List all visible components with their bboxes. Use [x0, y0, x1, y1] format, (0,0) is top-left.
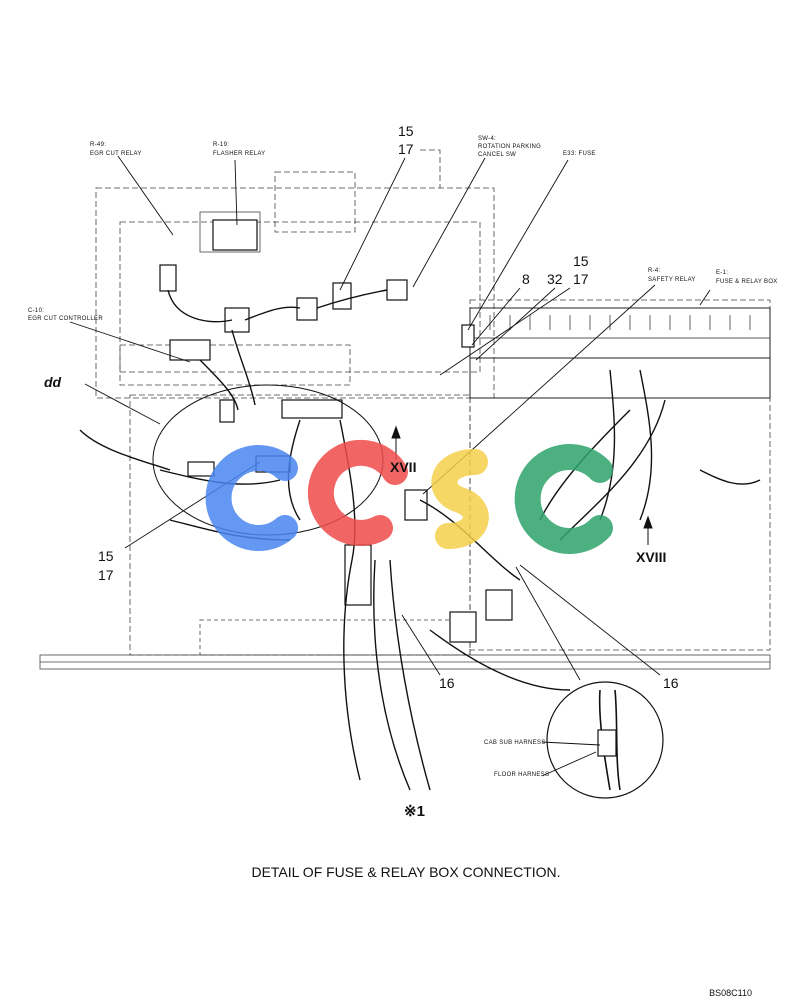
label-e1-name: FUSE & RELAY BOX — [716, 279, 778, 285]
watermark-logo — [205, 439, 613, 554]
components — [159, 219, 513, 643]
label-e33: E33: FUSE — [563, 151, 596, 157]
callout-15-left: 15 — [98, 548, 114, 564]
drawing-code: BS08C110 — [709, 988, 752, 998]
label-sw4-id: SW-4: — [478, 136, 497, 142]
frame-plates — [39, 149, 771, 670]
view-label-xvii: XVII — [390, 459, 417, 475]
callout-17-left: 17 — [98, 567, 114, 583]
callout-17-top: 17 — [398, 141, 414, 157]
label-r49-id: R-49: — [90, 142, 107, 148]
label-r49-name: EGR CUT RELAY — [90, 151, 142, 157]
view-label-xviii: XVIII — [636, 549, 667, 565]
callout-16-right: 16 — [663, 675, 679, 691]
label-r19-id: R-19: — [213, 142, 230, 148]
fuse-relay-box — [469, 307, 771, 399]
harness-bundles — [79, 289, 761, 791]
callout-8: 8 — [522, 271, 530, 287]
callout-16-center: 16 — [439, 675, 455, 691]
leader-lines — [69, 155, 711, 777]
callout-dd: dd — [44, 374, 62, 390]
mark-1: ※1 — [404, 803, 425, 820]
label-c10-id: C-10: — [28, 308, 45, 314]
label-c10-name: EGR CUT CONTROLLER — [28, 316, 103, 322]
label-e1-id: E-1: — [716, 270, 729, 276]
label-floor-harness: FLOOR HARNESS — [494, 772, 550, 778]
callout-17-right: 17 — [573, 271, 589, 287]
callout-15-right: 15 — [573, 253, 589, 269]
callout-15-top: 15 — [398, 123, 414, 139]
label-sw4-name1: ROTATION PARKING — [478, 144, 542, 150]
label-cab-sub-harness: CAB SUB HARNESS — [484, 740, 546, 746]
figure-caption: DETAIL OF FUSE & RELAY BOX CONNECTION. — [251, 864, 561, 880]
label-r19-name: FLASHER RELAY — [213, 151, 266, 157]
detail-circle — [546, 681, 664, 799]
callout-32: 32 — [547, 271, 563, 287]
label-sw4-name2: CANCEL SW — [478, 152, 517, 158]
label-r4-name: SAFETY RELAY — [648, 277, 696, 283]
label-r4-id: R-4: — [648, 268, 661, 274]
